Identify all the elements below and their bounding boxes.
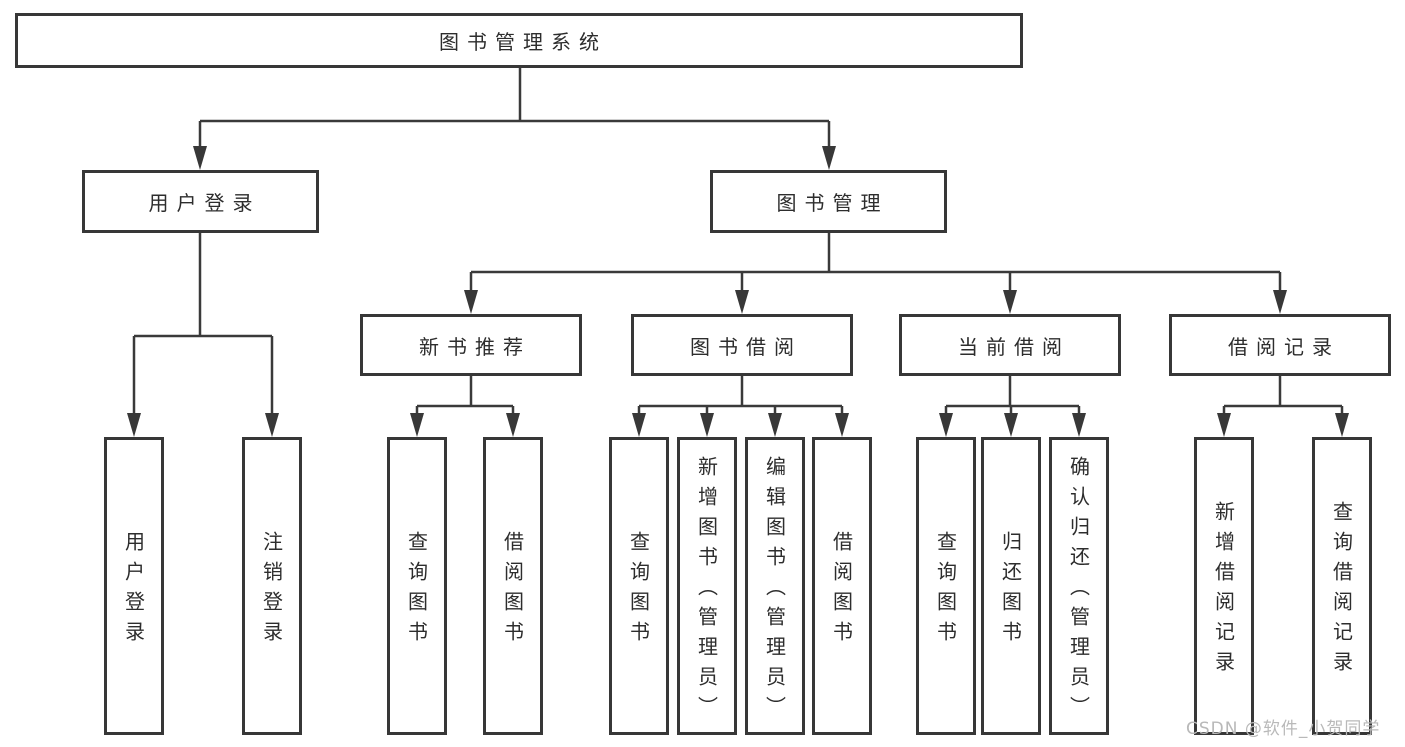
arrow-icon	[822, 146, 836, 170]
node-label: 确认归还（管理员）	[1066, 456, 1091, 726]
node-label: 借阅图书	[829, 531, 854, 651]
arrow-icon	[506, 413, 520, 437]
node-new-book-recommendation: 新书推荐	[360, 314, 582, 376]
node-leaf-user-login: 用户登录	[104, 437, 164, 735]
node-leaf-confirm-return-admin: 确认归还（管理员）	[1049, 437, 1109, 735]
arrow-icon	[410, 413, 424, 437]
node-leaf-search-books-recommend: 查询图书	[387, 437, 447, 735]
node-label: 借阅记录	[1228, 334, 1340, 359]
connector-book-management	[469, 233, 1282, 293]
node-label: 新增图书（管理员）	[694, 456, 719, 726]
node-leaf-borrow-books: 借阅图书	[812, 437, 872, 735]
node-current-borrowing: 当前借阅	[899, 314, 1121, 376]
node-label: 编辑图书（管理员）	[762, 456, 787, 726]
node-label: 借阅图书	[500, 531, 525, 651]
arrow-icon	[835, 413, 849, 437]
node-label: 查询图书	[933, 531, 958, 651]
node-borrowing-records: 借阅记录	[1169, 314, 1391, 376]
arrow-icon	[735, 290, 749, 314]
connector-new-book-recommendation	[415, 376, 515, 416]
node-label: 图书借阅	[690, 334, 802, 359]
node-book-borrowing: 图书借阅	[631, 314, 853, 376]
node-book-management: 图书管理	[710, 170, 947, 233]
node-leaf-return-books: 归还图书	[981, 437, 1041, 735]
arrow-icon	[193, 146, 207, 170]
node-label: 查询图书	[626, 531, 651, 651]
node-label: 用户登录	[121, 531, 146, 651]
arrow-icon	[1003, 290, 1017, 314]
arrow-icon	[939, 413, 953, 437]
node-user-login: 用户登录	[82, 170, 319, 233]
node-leaf-add-books-admin: 新增图书（管理员）	[677, 437, 737, 735]
node-label: 图书管理	[776, 191, 889, 215]
node-leaf-add-borrow-record: 新增借阅记录	[1194, 437, 1254, 735]
arrow-icon	[1072, 413, 1086, 437]
node-label: 新增借阅记录	[1211, 501, 1236, 681]
node-label: 当前借阅	[958, 334, 1070, 359]
arrow-icon	[700, 413, 714, 437]
csdn-watermark: CSDN @软件_小贺同学	[1186, 719, 1381, 739]
node-leaf-search-books-borrowing: 查询图书	[609, 437, 669, 735]
node-label: 注销登录	[259, 531, 284, 651]
arrow-icon	[1335, 413, 1349, 437]
node-leaf-logout: 注销登录	[242, 437, 302, 735]
arrow-icon	[1217, 413, 1231, 437]
connector-borrowing-records	[1222, 376, 1344, 416]
node-leaf-borrow-books-recommend: 借阅图书	[483, 437, 543, 735]
arrow-icon	[1004, 413, 1018, 437]
connector-root	[198, 68, 831, 150]
arrowheads	[127, 146, 1349, 437]
connector-user-login	[132, 233, 274, 416]
node-label: 新书推荐	[419, 334, 531, 359]
connector-book-borrowing	[637, 376, 844, 416]
node-label: 图书管理系统	[439, 30, 607, 54]
arrow-icon	[768, 413, 782, 437]
arrow-icon	[632, 413, 646, 437]
node-leaf-edit-books-admin: 编辑图书（管理员）	[745, 437, 805, 735]
arrow-icon	[265, 413, 279, 437]
arrow-icon	[1273, 290, 1287, 314]
node-leaf-search-books-current: 查询图书	[916, 437, 976, 735]
node-label: 归还图书	[998, 531, 1023, 651]
node-label: 查询图书	[404, 531, 429, 651]
node-leaf-search-borrow-record: 查询借阅记录	[1312, 437, 1372, 735]
arrow-icon	[127, 413, 141, 437]
connector-current-borrowing	[944, 376, 1081, 416]
arrow-icon	[464, 290, 478, 314]
node-label: 用户登录	[148, 191, 261, 215]
node-library-management-system: 图书管理系统	[15, 13, 1023, 68]
node-label: 查询借阅记录	[1329, 501, 1354, 681]
